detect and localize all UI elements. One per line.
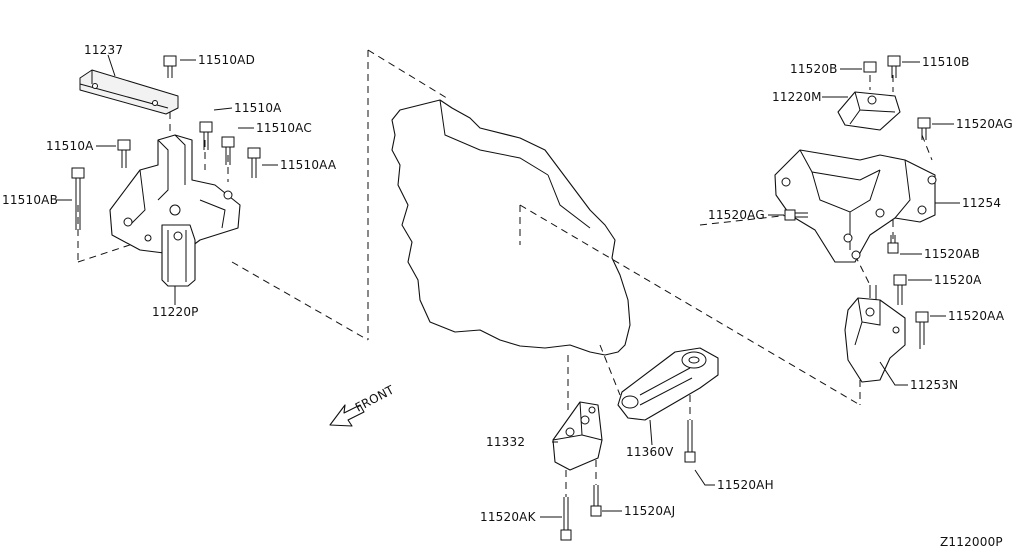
insulator-11220P bbox=[161, 224, 196, 287]
label-11510AD: 11510AD bbox=[198, 53, 255, 67]
bolt-11520AK bbox=[560, 497, 572, 541]
label-11332: 11332 bbox=[486, 435, 525, 449]
label-leaders bbox=[56, 54, 960, 518]
bolt-11520AJ bbox=[590, 485, 602, 517]
label-11520AK: 11520AK bbox=[480, 510, 537, 524]
bolt-11510AC bbox=[221, 136, 235, 165]
bolt-11510AB bbox=[71, 167, 85, 230]
bolt-11520AG-left bbox=[784, 209, 808, 221]
mount-11253N bbox=[844, 285, 906, 383]
bolt-11510B bbox=[887, 55, 901, 78]
label-11520AB: 11520AB bbox=[924, 247, 980, 261]
bolt-11510A-left bbox=[117, 139, 131, 168]
front-arrow bbox=[329, 404, 365, 427]
label-11220P: 11220P bbox=[152, 305, 199, 319]
label-11237: 11237 bbox=[84, 43, 123, 57]
label-11510AC: 11510AC bbox=[256, 121, 312, 135]
bolt-11520A bbox=[893, 274, 907, 305]
insulator-11220M bbox=[837, 91, 901, 131]
engine-outline bbox=[391, 99, 631, 356]
bolt-11520AB bbox=[887, 235, 899, 254]
label-11220M: 11220M bbox=[772, 90, 822, 104]
bolt-11510A-top bbox=[199, 121, 213, 150]
bolt-11520AG-top bbox=[917, 117, 931, 140]
nut-11520B bbox=[863, 61, 877, 73]
label-11510AA: 11510AA bbox=[280, 158, 337, 172]
label-11253N: 11253N bbox=[910, 378, 958, 392]
bracket-11237 bbox=[79, 69, 179, 115]
label-11520AG-top: 11520AG bbox=[956, 117, 1013, 131]
label-11520AH: 11520AH bbox=[717, 478, 774, 492]
torque-rod-11360V bbox=[617, 347, 719, 421]
label-11254: 11254 bbox=[962, 196, 1001, 210]
label-11520AA: 11520AA bbox=[948, 309, 1005, 323]
label-11510AB: 11510AB bbox=[2, 193, 58, 207]
bracket-11332 bbox=[552, 401, 603, 471]
bolt-11510AA bbox=[247, 147, 261, 178]
label-11510A-top: 11510A bbox=[234, 101, 282, 115]
bolt-11520AH bbox=[684, 420, 696, 463]
front-label: FRONT bbox=[353, 382, 397, 414]
diagram-code: Z112000P bbox=[940, 535, 1003, 549]
label-11520AJ: 11520AJ bbox=[624, 504, 675, 518]
label-11510A-left: 11510A bbox=[46, 139, 94, 153]
label-11510B: 11510B bbox=[922, 55, 970, 69]
label-11360V: 11360V bbox=[626, 445, 674, 459]
mount-bracket-left bbox=[109, 134, 241, 256]
label-11520B: 11520B bbox=[790, 62, 838, 76]
label-11520A: 11520A bbox=[934, 273, 982, 287]
bolt-11510AD bbox=[163, 55, 177, 78]
bolt-11520AA bbox=[915, 311, 929, 345]
label-11520AG-left: 11520AG bbox=[708, 208, 765, 222]
bracket-11254 bbox=[774, 149, 937, 263]
leader-lines bbox=[77, 49, 933, 497]
